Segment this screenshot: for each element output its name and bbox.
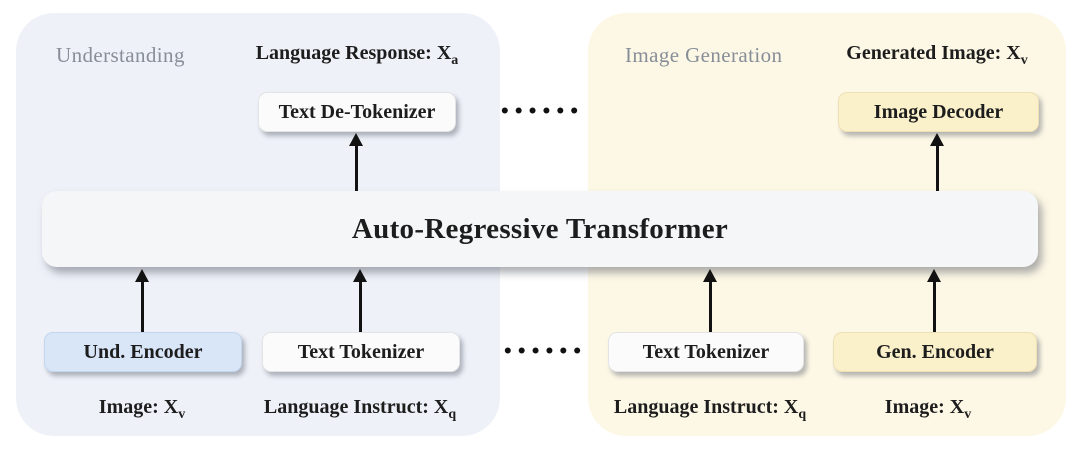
- arrow-head: [703, 269, 717, 282]
- top-ellipsis-icon: ••••••: [499, 102, 583, 122]
- text-tokenizer-right-arrow-up-icon: [702, 269, 718, 332]
- understanding-heading: Understanding: [56, 43, 185, 67]
- image-input-left-label: Image: Xv: [98, 396, 186, 422]
- transformer-title: Auto-Regressive Transformer: [351, 212, 729, 245]
- arrow-line: [140, 282, 144, 332]
- arrow-head: [353, 269, 367, 282]
- language-instruct-left-subscript: q: [448, 407, 457, 422]
- image-input-left-subscript: v: [178, 407, 186, 422]
- language-instruct-right-subscript: q: [798, 407, 807, 422]
- image-decoder-arrow-up-icon: [929, 133, 945, 191]
- arrow-head: [135, 269, 149, 282]
- und-encoder-arrow-up-icon: [134, 269, 150, 332]
- image-input-left-text: Image: X: [98, 396, 179, 418]
- text-tokenizer-left-box: Text Tokenizer: [262, 332, 460, 372]
- arrow-head: [930, 133, 944, 146]
- gen-encoder-arrow-up-icon: [926, 269, 942, 332]
- image-input-right-subscript: v: [964, 407, 972, 422]
- arrow-line: [932, 282, 936, 332]
- generated-image-label: Generated Image: Xv: [846, 42, 1028, 68]
- text-tokenizer-left-arrow-up-icon: [352, 269, 368, 332]
- language-response-text: Language Response: X: [255, 42, 452, 64]
- arrow-head: [927, 269, 941, 282]
- transformer-bar: Auto-Regressive Transformer: [42, 191, 1038, 267]
- arrow-head: [349, 133, 363, 146]
- arrow-line: [358, 282, 362, 332]
- arrow-line: [708, 282, 712, 332]
- image-decoder-box: Image Decoder: [838, 92, 1039, 132]
- language-response-subscript: a: [451, 53, 459, 68]
- image-generation-heading: Image Generation: [625, 43, 783, 67]
- language-instruct-left-text: Language Instruct: X: [263, 396, 449, 418]
- image-input-right-text: Image: X: [884, 396, 965, 418]
- language-instruct-right-text: Language Instruct: X: [613, 396, 799, 418]
- und-encoder-box: Und. Encoder: [44, 332, 242, 372]
- image-input-right-label: Image: Xv: [884, 396, 972, 422]
- language-response-label: Language Response: Xa: [255, 42, 459, 68]
- bottom-ellipsis-icon: ••••••: [502, 342, 586, 362]
- arrow-line: [935, 146, 939, 191]
- text-detokenizer-box: Text De-Tokenizer: [258, 92, 456, 132]
- language-instruct-right-label: Language Instruct: Xq: [613, 396, 807, 422]
- gen-encoder-box: Gen. Encoder: [833, 332, 1037, 372]
- generated-image-text: Generated Image: X: [846, 42, 1021, 64]
- arrow-line: [354, 146, 358, 191]
- text-tokenizer-right-box: Text Tokenizer: [608, 332, 804, 372]
- detokenizer-arrow-up-icon: [348, 133, 364, 191]
- language-instruct-left-label: Language Instruct: Xq: [263, 396, 457, 422]
- generated-image-subscript: v: [1020, 53, 1028, 68]
